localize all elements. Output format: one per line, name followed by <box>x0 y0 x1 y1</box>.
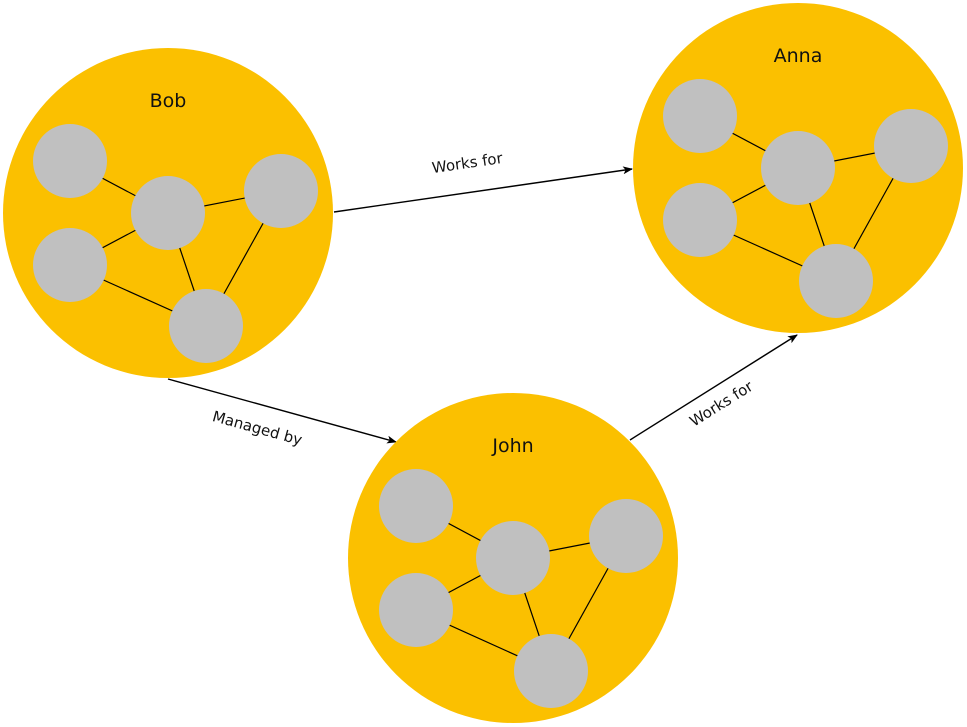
node-john-4[interactable] <box>589 499 663 573</box>
relation-line-bob-john[interactable] <box>167 378 397 444</box>
node-john-5[interactable] <box>514 634 588 708</box>
node-anna-1[interactable] <box>663 79 737 153</box>
relation-label-bob-john: Managed by <box>210 407 304 449</box>
group-label-john: John <box>491 435 533 457</box>
node-john-2[interactable] <box>379 573 453 647</box>
node-anna-5[interactable] <box>799 244 873 318</box>
node-john-3[interactable] <box>476 521 550 595</box>
group-label-bob: Bob <box>150 90 187 112</box>
node-anna-2[interactable] <box>663 183 737 257</box>
node-bob-1[interactable] <box>33 124 107 198</box>
group-label-anna: Anna <box>774 45 823 67</box>
node-bob-3[interactable] <box>131 176 205 250</box>
relation-label-bob-anna: Works for <box>431 149 505 177</box>
group-anna[interactable]: Anna <box>633 3 963 333</box>
node-bob-5[interactable] <box>169 289 243 363</box>
node-anna-4[interactable] <box>874 109 948 183</box>
node-john-1[interactable] <box>379 469 453 543</box>
group-bob[interactable]: Bob <box>3 48 333 378</box>
group-john[interactable]: John <box>348 393 678 723</box>
node-bob-2[interactable] <box>33 228 107 302</box>
node-bob-4[interactable] <box>244 154 318 228</box>
node-anna-3[interactable] <box>761 131 835 205</box>
relation-line-john-anna[interactable] <box>629 334 798 441</box>
relation-label-john-anna: Works for <box>686 377 757 431</box>
relation-line-bob-anna[interactable] <box>333 166 633 213</box>
